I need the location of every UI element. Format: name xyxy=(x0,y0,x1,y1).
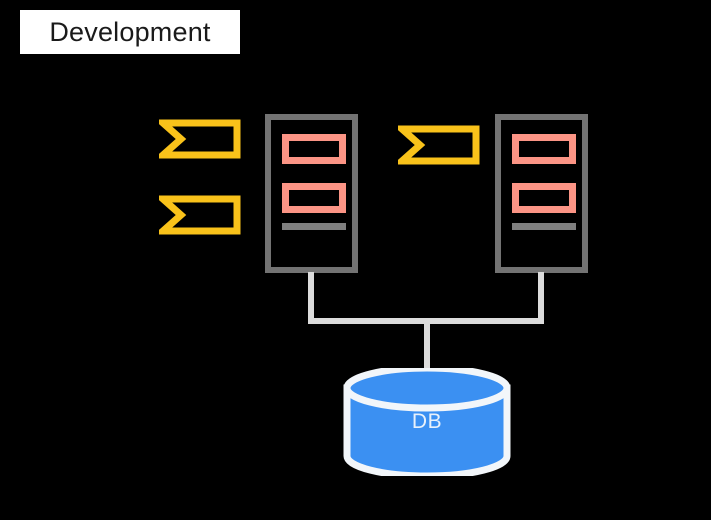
page-title: Development xyxy=(49,16,211,47)
server-divider-bar xyxy=(512,223,576,230)
connector-db-drop xyxy=(424,318,430,376)
diagram-title-chip: Development xyxy=(20,10,240,54)
server-slot-lower xyxy=(282,183,346,213)
server-slot-lower xyxy=(512,183,576,213)
server-divider-bar xyxy=(282,223,346,230)
flag-top-left-icon xyxy=(159,119,241,159)
server-slot-upper xyxy=(282,134,346,164)
server-slot-upper xyxy=(512,134,576,164)
flag-right-icon xyxy=(398,125,480,165)
connector-left-drop xyxy=(308,272,314,324)
database-cylinder: DB xyxy=(341,368,513,476)
server-right xyxy=(495,114,588,273)
server-left xyxy=(265,114,358,273)
connector-right-drop xyxy=(538,272,544,324)
flag-bottom-left-icon xyxy=(159,195,241,235)
